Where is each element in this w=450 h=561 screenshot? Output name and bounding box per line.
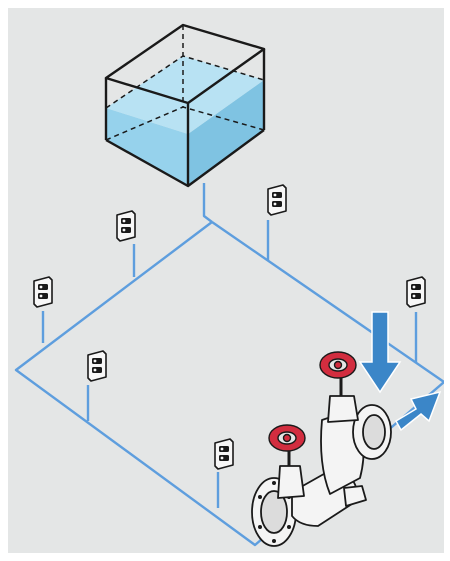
tank-water-right-face <box>188 80 264 186</box>
main-loop-pipe <box>14 221 444 547</box>
tank-hidden-edges <box>105 25 265 141</box>
diagram-panel <box>8 8 444 553</box>
tank-frame <box>104 23 266 188</box>
sprinkler-unit-3 <box>267 184 287 216</box>
valve-assembly <box>251 374 392 547</box>
lower-bonnet <box>277 465 305 499</box>
flow-arrow-outlet <box>394 390 442 432</box>
sprinkler-unit-4 <box>406 276 426 308</box>
tank-water-surface <box>106 56 264 134</box>
sprinkler-unit-6 <box>214 438 234 470</box>
sprinkler-unit-2 <box>116 210 136 242</box>
tank-feed-pipe <box>202 183 213 223</box>
water-tank <box>104 23 266 188</box>
flow-arrow-down <box>358 311 402 394</box>
drain-fitting <box>343 485 367 507</box>
sprinkler-unit-5 <box>87 350 107 382</box>
lower-handwheel <box>268 424 306 452</box>
upper-bonnet <box>327 395 359 423</box>
upper-handwheel <box>319 351 357 379</box>
sprinkler-units <box>33 184 426 470</box>
sprinkler-unit-1 <box>33 276 53 308</box>
pipe-network <box>14 183 444 547</box>
inlet-flange-bolts <box>258 481 291 543</box>
